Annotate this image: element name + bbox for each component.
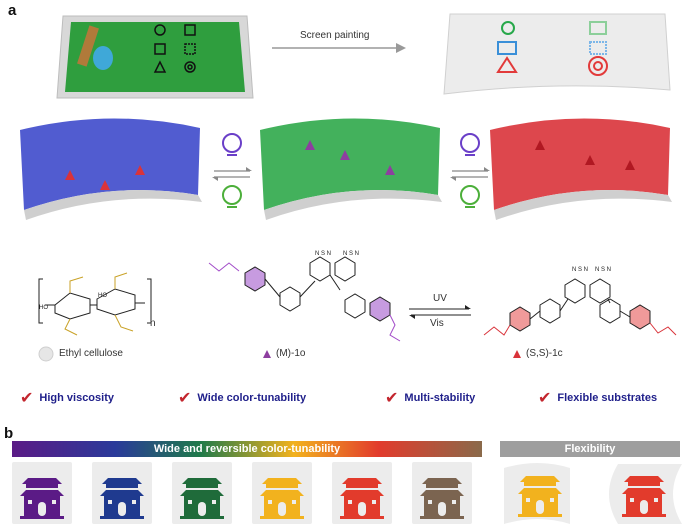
ethyl-cellulose-dot — [38, 346, 54, 362]
panel-a-letter: a — [8, 2, 17, 19]
check-icon: ✔ — [385, 388, 399, 407]
flexibility-bar: Flexibility — [500, 441, 680, 457]
n-subscript: n — [150, 318, 156, 329]
screen-painting-arrow — [272, 43, 406, 53]
screen-frame-illustration — [56, 15, 254, 99]
svg-text:N S N: N S N — [315, 251, 331, 257]
flex-tile-red — [609, 464, 682, 524]
film-red — [490, 118, 672, 220]
bulb-switch-1 — [212, 133, 252, 208]
feature-label: Flexible substrates — [557, 392, 658, 404]
film-green — [260, 118, 442, 220]
svg-text:HO: HO — [39, 305, 48, 311]
gradient-bar-label: Wide and reversible color-tunability — [153, 443, 341, 455]
uv-label: UV — [433, 293, 447, 304]
gate-icon — [420, 478, 464, 519]
gate-icon — [180, 478, 224, 519]
check-icon: ✔ — [538, 388, 552, 407]
gate-tile-yellow — [252, 462, 312, 524]
feature-label: Multi-stability — [404, 392, 476, 404]
check-icon: ✔ — [20, 388, 34, 407]
film-blue — [20, 118, 202, 220]
gate-tile-purple — [12, 462, 72, 524]
equilibrium-arrows — [409, 305, 471, 319]
bulb-switch-2 — [450, 133, 490, 208]
check-icon: ✔ — [178, 388, 192, 407]
flexibility-bar-label: Flexibility — [564, 443, 616, 455]
ethyl-cellulose-structure: HO HO — [38, 272, 152, 336]
vis-label: Vis — [430, 318, 444, 329]
gate-icon — [260, 478, 304, 519]
screen-painting-label: Screen painting — [300, 30, 370, 41]
feature-multi-stability: ✔ Multi-stability — [385, 390, 475, 406]
gate-icon — [20, 478, 64, 519]
flex-tile-yellow — [504, 463, 570, 524]
feature-wide-color-tunability: ✔ Wide color-tunability — [178, 390, 306, 406]
feature-label: High viscosity — [39, 392, 114, 404]
feature-flexible-substrates: ✔ Flexible substrates — [538, 390, 657, 406]
printed-sheet-illustration — [443, 13, 671, 95]
svg-text:N S N: N S N — [595, 267, 611, 273]
molecule-1c: N S N N S N — [483, 267, 677, 336]
svg-text:N S N: N S N — [343, 251, 359, 257]
ethyl-cellulose-label: Ethyl cellulose — [59, 348, 123, 359]
gate-tile-brown — [412, 462, 472, 524]
mol-1o-label: (M)-1o — [276, 348, 306, 359]
feature-label: Wide color-tunability — [197, 392, 307, 404]
gate-tile-blue — [92, 462, 152, 524]
svg-text:HO: HO — [98, 293, 107, 299]
color-gradient-bar: Wide and reversible color-tunability — [12, 441, 482, 457]
feature-high-viscosity: ✔ High viscosity — [20, 390, 114, 406]
gate-icon — [100, 478, 144, 519]
gate-tile-green — [172, 462, 232, 524]
gate-icon — [340, 478, 384, 519]
molecule-1o: N S N N S N — [208, 251, 401, 342]
svg-text:N S N: N S N — [572, 267, 588, 273]
marker-1c — [513, 350, 521, 358]
mol-1c-label: (S,S)-1c — [526, 348, 563, 359]
panel-b-letter: b — [4, 425, 14, 442]
gate-tile-red — [332, 462, 392, 524]
marker-1o — [263, 350, 271, 358]
